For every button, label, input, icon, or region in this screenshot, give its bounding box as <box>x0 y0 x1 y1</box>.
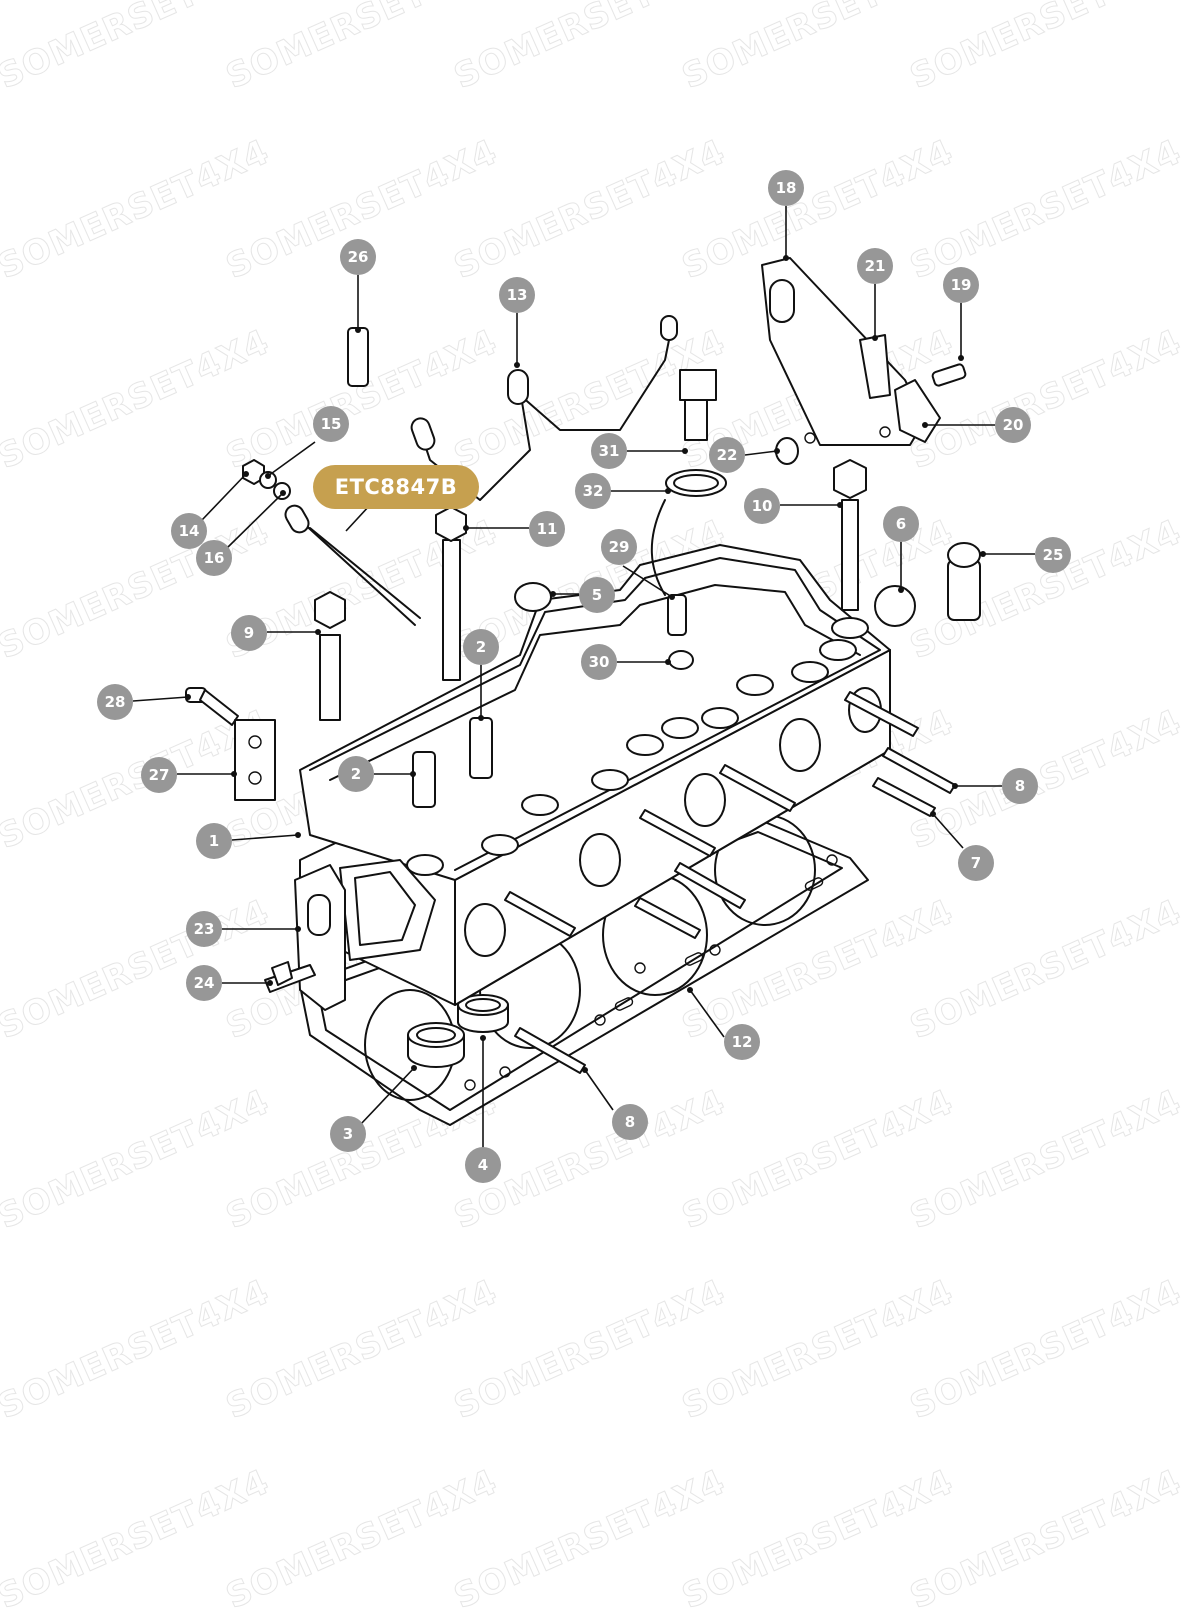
valve-seat-inserts <box>407 994 509 1068</box>
glow-plug-and-sensor <box>284 315 727 626</box>
callout-27[interactable]: 27 <box>141 757 177 793</box>
callout-14[interactable]: 14 <box>171 513 207 549</box>
callout-3[interactable]: 3 <box>330 1116 366 1152</box>
callout-15[interactable]: 15 <box>313 406 349 442</box>
studs <box>504 691 956 1074</box>
leader-dots <box>185 255 986 1073</box>
cylinder-head-exploded-diagram <box>132 206 1035 1148</box>
callout-29[interactable]: 29 <box>601 529 637 565</box>
leader-lines <box>132 206 1035 1148</box>
camshaft-bearing-caps <box>406 617 869 876</box>
callout-31[interactable]: 31 <box>591 433 627 469</box>
callout-28[interactable]: 28 <box>97 684 133 720</box>
callout-30[interactable]: 30 <box>581 644 617 680</box>
callout-5[interactable]: 5 <box>579 577 615 613</box>
rear-lifting-bracket <box>264 864 346 1011</box>
part-number-badge: ETC8847B <box>313 465 479 509</box>
callout-13[interactable]: 13 <box>499 277 535 313</box>
callout-22[interactable]: 22 <box>709 437 745 473</box>
callout-10[interactable]: 10 <box>744 488 780 524</box>
callout-24[interactable]: 24 <box>186 965 222 1001</box>
callout-9[interactable]: 9 <box>231 615 267 651</box>
callout-4[interactable]: 4 <box>465 1147 501 1183</box>
callout-12[interactable]: 12 <box>724 1024 760 1060</box>
callout-18[interactable]: 18 <box>768 170 804 206</box>
callout-16[interactable]: 16 <box>196 540 232 576</box>
callout-8-lower[interactable]: 8 <box>612 1104 648 1140</box>
callout-26[interactable]: 26 <box>340 239 376 275</box>
callout-19[interactable]: 19 <box>943 267 979 303</box>
callout-11[interactable]: 11 <box>529 511 565 547</box>
callout-2-upper[interactable]: 2 <box>463 629 499 665</box>
callout-32[interactable]: 32 <box>575 473 611 509</box>
callout-20[interactable]: 20 <box>995 407 1031 443</box>
callout-6[interactable]: 6 <box>883 506 919 542</box>
callout-8-right[interactable]: 8 <box>1002 768 1038 804</box>
callout-23[interactable]: 23 <box>186 911 222 947</box>
callout-2-lower[interactable]: 2 <box>338 756 374 792</box>
callout-7[interactable]: 7 <box>958 845 994 881</box>
head-bolts <box>314 459 867 721</box>
callout-25[interactable]: 25 <box>1035 537 1071 573</box>
callout-1[interactable]: 1 <box>196 823 232 859</box>
callout-21[interactable]: 21 <box>857 248 893 284</box>
